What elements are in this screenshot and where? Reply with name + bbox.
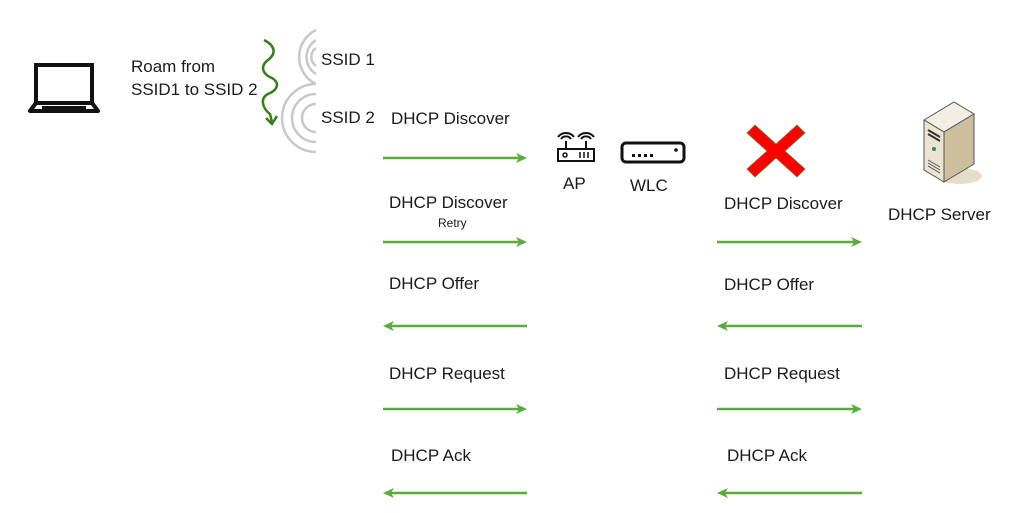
- roam-text-line1: Roam from: [131, 57, 216, 76]
- right-msg-arrow-2: [717, 404, 862, 414]
- wifi-signal-icon-ssid2: [280, 82, 317, 154]
- access-point-icon: [557, 132, 595, 162]
- ssid1-label: SSID 1: [321, 50, 375, 69]
- left-msg-arrow-1: [383, 237, 527, 247]
- right-msg-label-2: DHCP Request: [724, 364, 840, 383]
- roam-text-line2: SSID1 to SSID 2: [131, 80, 258, 99]
- roam-arrow-icon: [261, 38, 279, 126]
- ap-label: AP: [563, 174, 586, 193]
- right-msg-arrow-1: [717, 321, 862, 331]
- left-msg-label-3: DHCP Request: [389, 364, 505, 383]
- server-icon: [923, 101, 982, 184]
- blocked-x-icon: [746, 124, 806, 178]
- dhcp-server-label: DHCP Server: [888, 205, 991, 224]
- left-msg-label-0: DHCP Discover: [391, 109, 510, 128]
- left-msg-arrow-2: [383, 321, 527, 331]
- left-msg-arrow-4: [383, 488, 527, 498]
- left-msg-sub-1: Retry: [438, 216, 467, 230]
- left-msg-label-1: DHCP Discover: [389, 193, 508, 212]
- wlc-icon: [620, 141, 686, 164]
- wlc-label: WLC: [630, 176, 668, 195]
- ssid2-label: SSID 2: [321, 108, 375, 127]
- wifi-signal-icon-ssid1: [297, 28, 317, 86]
- left-msg-label-2: DHCP Offer: [389, 274, 480, 293]
- left-msg-arrow-0: [383, 153, 527, 163]
- right-msg-label-0: DHCP Discover: [724, 194, 843, 213]
- right-msg-arrow-0: [717, 237, 862, 247]
- right-msg-label-3: DHCP Ack: [727, 446, 807, 465]
- right-msg-label-1: DHCP Offer: [724, 275, 815, 294]
- left-msg-arrow-3: [383, 404, 527, 414]
- left-msg-label-4: DHCP Ack: [391, 446, 471, 465]
- laptop-icon: [28, 63, 100, 113]
- right-msg-arrow-3: [717, 488, 862, 498]
